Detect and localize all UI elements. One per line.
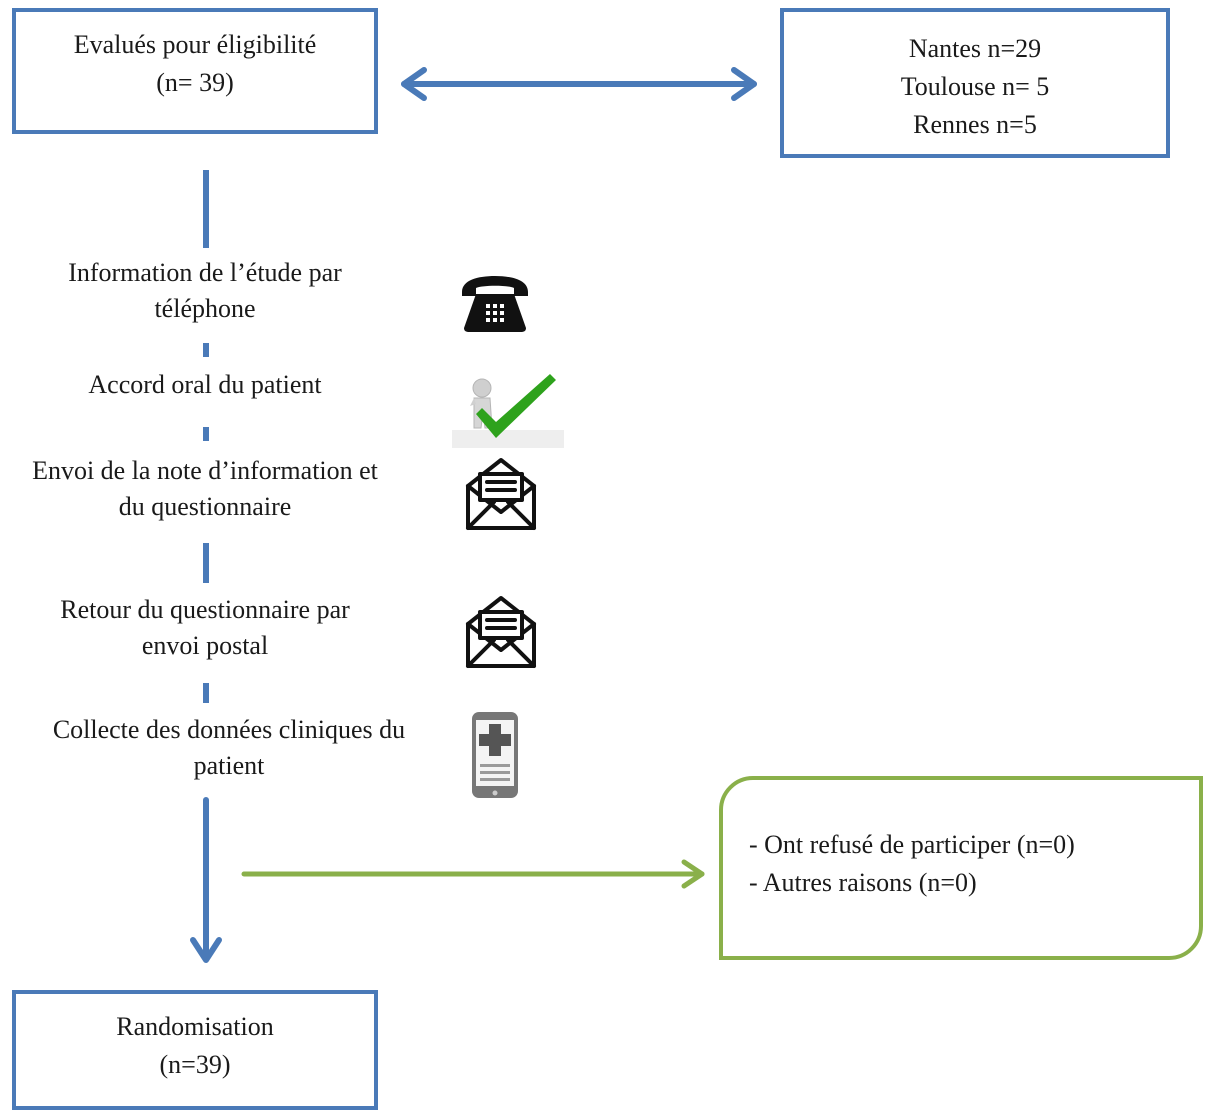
eligibility-box: Evalués pour éligibilité (n= 39): [12, 8, 378, 134]
telephone-icon: [462, 276, 528, 332]
flow-connector: [203, 543, 209, 583]
centers-box: Nantes n=29 Toulouse n= 5 Rennes n=5: [780, 8, 1170, 158]
eligibility-title: Evalués pour éligibilité: [73, 30, 317, 59]
exclusion-arrow: [241, 859, 705, 889]
exclusions-box: - Ont refusé de participer (n=0) - Autre…: [719, 776, 1203, 960]
person-checkmark-icon: [452, 374, 564, 448]
randomisation-count: (n=39): [159, 1050, 231, 1079]
flow-connector: [203, 343, 209, 357]
center-rennes: Rennes n=5: [913, 110, 1037, 139]
exclusion-refused: - Ont refusé de participer (n=0): [749, 830, 1075, 859]
step-return-questionnaire: Retour du questionnaire par envoi postal: [60, 595, 350, 660]
step-oral-agreement: Accord oral du patient: [88, 370, 322, 399]
envelope-icon: [466, 596, 536, 668]
double-arrow: [401, 67, 757, 101]
flow-connector: [203, 683, 209, 703]
down-arrow: [190, 797, 222, 963]
flow-connector: [203, 427, 209, 441]
eligibility-count: (n= 39): [156, 68, 234, 97]
step-information-phone: Information de l’étude par téléphone: [68, 258, 342, 323]
center-nantes: Nantes n=29: [908, 34, 1042, 63]
center-toulouse: Toulouse n= 5: [900, 72, 1050, 101]
medical-tablet-icon: [472, 712, 518, 798]
step-send-note: Envoi de la note d’information et du que…: [32, 456, 378, 521]
randomisation-box: Randomisation (n=39): [12, 990, 378, 1110]
randomisation-title: Randomisation: [116, 1012, 274, 1041]
exclusion-other: - Autres raisons (n=0): [749, 868, 977, 897]
flow-connector: [203, 170, 209, 248]
envelope-icon: [466, 458, 536, 530]
step-clinical-data: Collecte des données cliniques du patien…: [52, 715, 406, 780]
